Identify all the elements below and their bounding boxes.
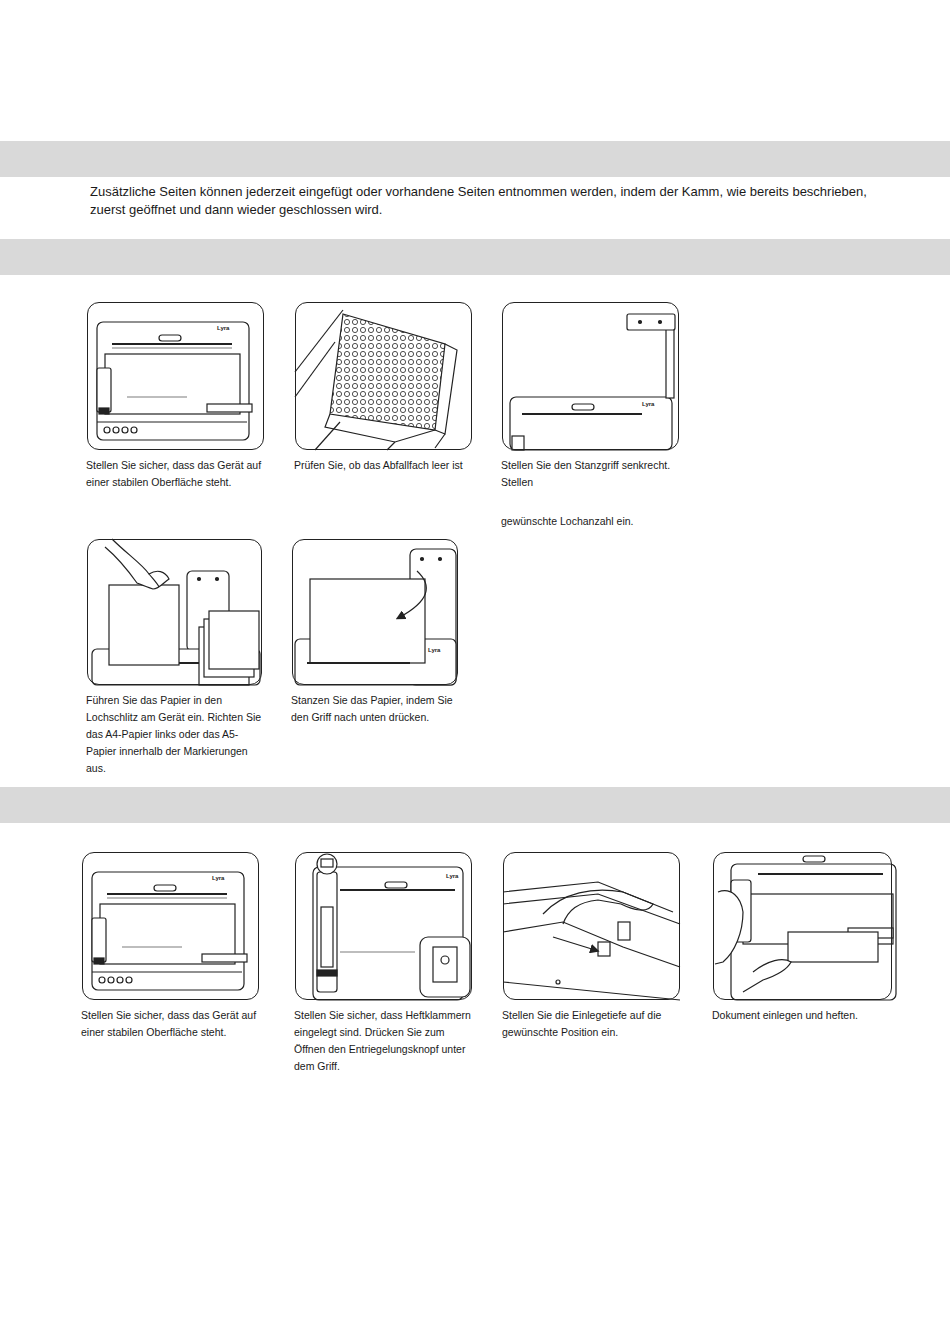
step-caption: Stellen Sie sicher, dass das Gerät auf e… xyxy=(86,457,268,491)
intro-paragraph: Zusätzliche Seiten können jederzeit eing… xyxy=(90,183,880,219)
step-panel: Stellen Sie sicher, dass das Gerät auf e… xyxy=(87,302,264,450)
step-panel: Stanzen Sie das Papier, indem Sie den Gr… xyxy=(292,539,458,685)
step-panel: Führen Sie das Papier in den Lochschlitz… xyxy=(87,539,262,685)
step-caption: Stellen Sie sicher, dass das Gerät auf e… xyxy=(81,1007,263,1041)
step-caption: gewünschte Lochanzahl ein. xyxy=(501,513,683,530)
step-caption: Stellen Sie den Stanzgriff senkrecht. St… xyxy=(501,457,683,491)
brand-mark: Lyra xyxy=(211,875,225,882)
step-caption: Stellen Sie sicher, dass Heftklammern ei… xyxy=(294,1007,476,1075)
brand-mark: Lyra xyxy=(641,401,655,408)
step-caption: Stanzen Sie das Papier, indem Sie den Gr… xyxy=(291,692,473,726)
step-panel: Stellen Sie die Einlegetiefe auf die gew… xyxy=(503,852,680,1000)
step-panel: Prüfen Sie, ob das Abfallfach leer ist xyxy=(295,302,472,450)
step-panel: Dokument einlegen und heften. xyxy=(713,852,892,1000)
brand-mark: Lyra xyxy=(427,647,441,654)
step-panel: Stellen Sie den Stanzgriff senkrecht. St… xyxy=(502,302,679,450)
step-panel: Stellen Sie sicher, dass das Gerät auf e… xyxy=(82,852,259,1000)
step-caption: Dokument einlegen und heften. xyxy=(712,1007,894,1024)
brand-mark: Lyra xyxy=(216,325,230,332)
step-caption: Führen Sie das Papier in den Lochschlitz… xyxy=(86,692,268,777)
step-caption: Prüfen Sie, ob das Abfallfach leer ist xyxy=(294,457,476,474)
step-caption: Stellen Sie die Einlegetiefe auf die gew… xyxy=(502,1007,684,1041)
brand-mark: Lyra xyxy=(445,873,459,880)
